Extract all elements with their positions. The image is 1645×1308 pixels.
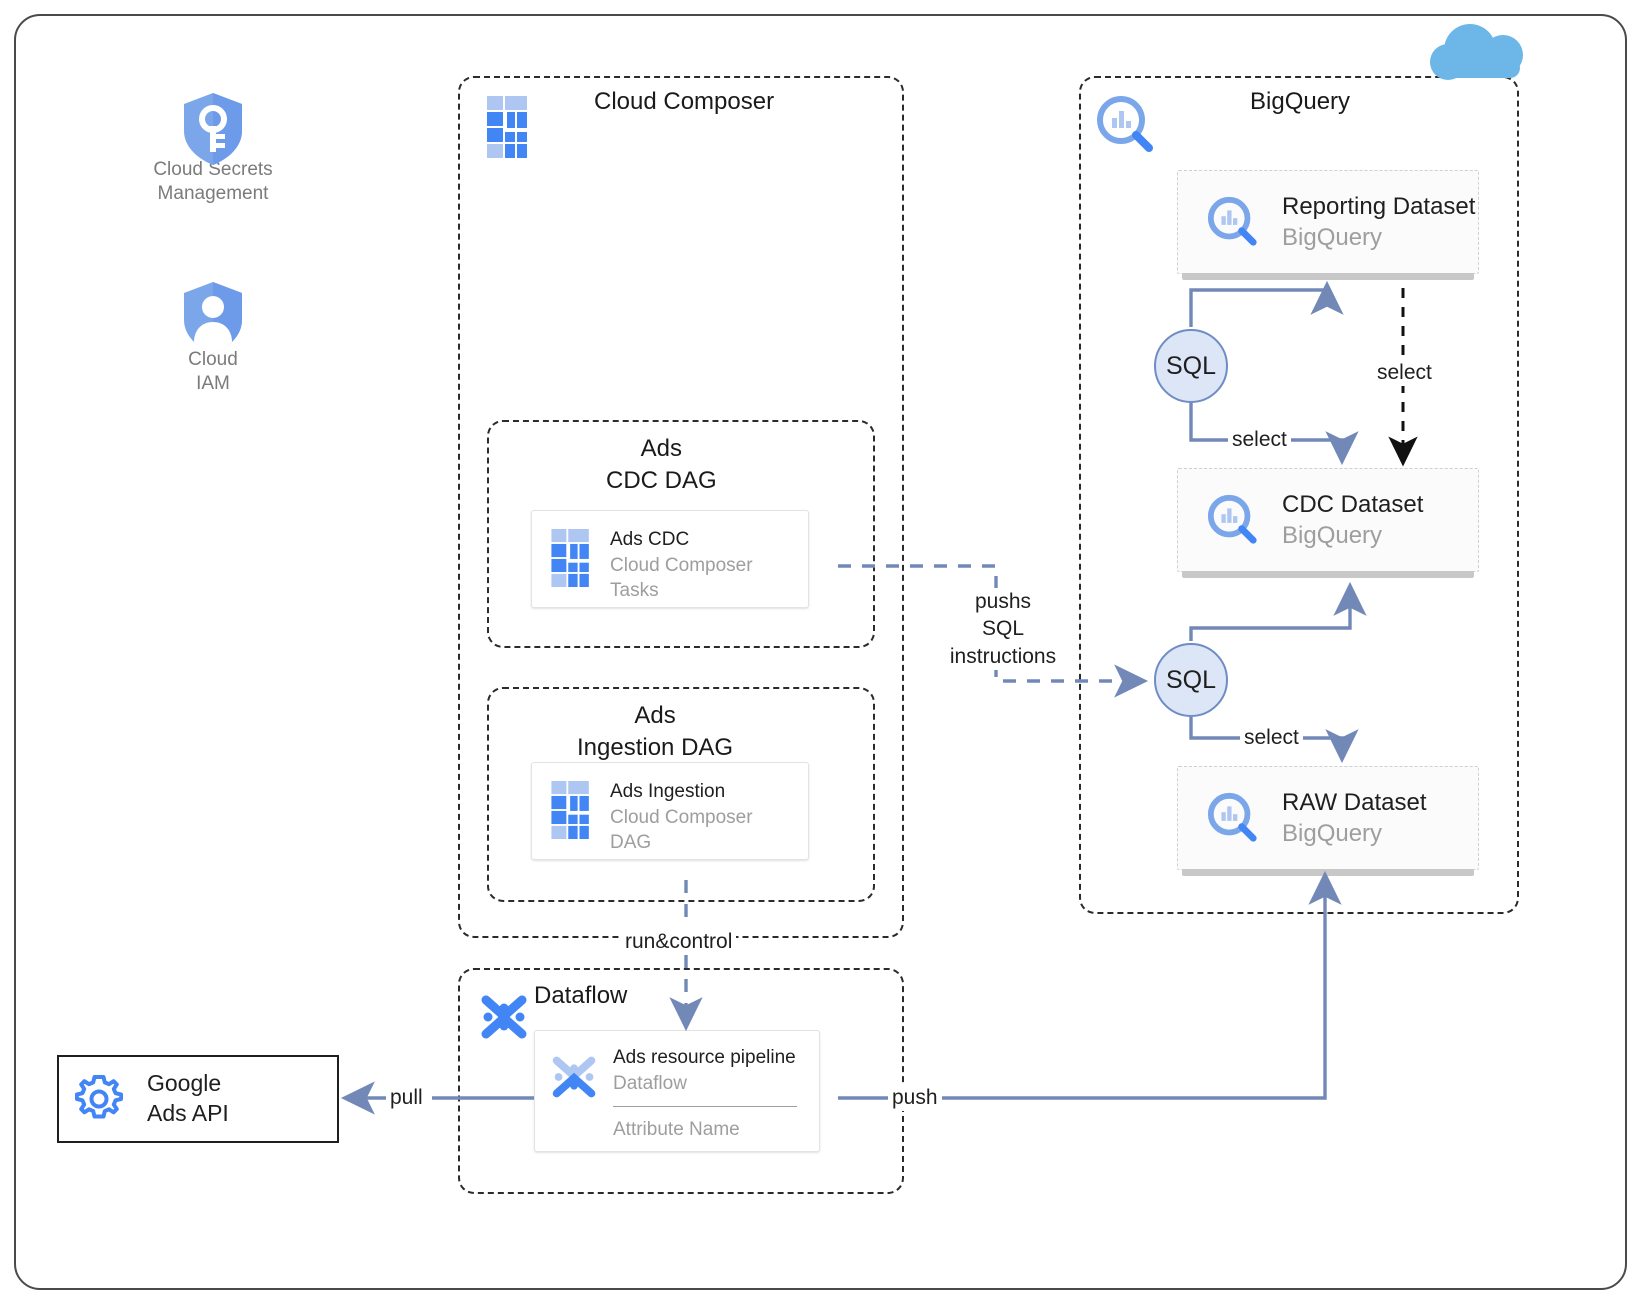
google-ads-api-label: Google Ads API — [147, 1070, 229, 1126]
service-label-cloud-secrets: Cloud Secrets Management — [153, 159, 273, 204]
zone-title-ads-cdc-dag: Ads CDC DAG — [606, 435, 717, 495]
bigquery-icon — [1207, 494, 1257, 544]
node-label: SQL — [1165, 351, 1217, 380]
dataset-title: CDC Dataset — [1282, 490, 1424, 518]
edge-label-pushs-sql-instructions: pushs SQL instructions — [940, 588, 1066, 670]
edge-label-select-top: select — [1228, 426, 1291, 454]
edge-label-select-bottom: select — [1240, 724, 1303, 752]
diagram-outer-frame — [14, 14, 1627, 1290]
card-shadow-bar — [1182, 869, 1474, 876]
card-subtitle: Cloud Composer — [610, 806, 753, 828]
dataset-title: RAW Dataset — [1282, 788, 1427, 816]
dataset-subtitle: BigQuery — [1282, 224, 1383, 251]
card-shadow-bar — [1182, 571, 1474, 578]
cloud-composer-icon — [546, 527, 598, 587]
node-sql-top[interactable]: SQL — [1154, 329, 1228, 403]
card-title: Ads resource pipeline — [613, 1047, 796, 1068]
dataset-title: Reporting Dataset — [1282, 192, 1476, 220]
card-subtitle-2: DAG — [610, 832, 652, 854]
zone-ads-ingestion-dag — [487, 687, 875, 902]
edge-label-push: push — [888, 1084, 942, 1112]
card-ads-ingestion[interactable]: Ads Ingestion Cloud Composer DAG — [531, 762, 828, 879]
card-subtitle-2: Tasks — [610, 580, 659, 602]
card-title: Ads Ingestion — [610, 781, 726, 802]
card-attribute: Attribute Name — [613, 1119, 740, 1141]
dataset-subtitle: BigQuery — [1282, 820, 1383, 847]
dataset-reporting[interactable]: Reporting Dataset BigQuery — [1177, 170, 1479, 280]
card-ads-resource-pipeline[interactable]: Ads resource pipeline Dataflow Attribute… — [534, 1030, 839, 1171]
node-label: SQL — [1165, 665, 1217, 694]
edge-label-select-reporting-cdc: select — [1373, 359, 1436, 387]
card-shadow-bar — [1182, 273, 1474, 280]
node-sql-bottom[interactable]: SQL — [1154, 643, 1228, 717]
edge-label-run-and-control: run&control — [621, 928, 737, 956]
card-title: Ads CDC — [610, 529, 690, 550]
card-ads-cdc[interactable]: Ads CDC Cloud Composer Tasks — [531, 510, 828, 627]
dataset-raw[interactable]: RAW Dataset BigQuery — [1177, 766, 1479, 876]
card-subtitle: Cloud Composer — [610, 554, 753, 576]
service-label-cloud-iam: Cloud IAM — [188, 349, 238, 394]
zone-title-cloud-composer: Cloud Composer — [594, 88, 775, 115]
cloud-composer-icon — [546, 779, 598, 839]
dataset-cdc[interactable]: CDC Dataset BigQuery — [1177, 468, 1479, 578]
edge-label-pull: pull — [386, 1084, 427, 1112]
zone-dataflow — [458, 968, 904, 1194]
bigquery-icon — [1207, 792, 1257, 842]
zone-title-bigquery: BigQuery — [1250, 88, 1351, 115]
card-subtitle: Dataflow — [613, 1072, 687, 1094]
gear-icon — [75, 1075, 123, 1119]
zone-ads-cdc-dag — [487, 420, 875, 648]
zone-title-ads-ingestion-dag: Ads Ingestion DAG — [577, 702, 734, 762]
card-divider — [613, 1106, 797, 1108]
dataset-subtitle: BigQuery — [1282, 522, 1383, 549]
zone-title-dataflow: Dataflow — [534, 982, 628, 1009]
google-ads-api-box[interactable]: Google Ads API — [57, 1055, 339, 1143]
bigquery-icon — [1207, 196, 1257, 246]
dataflow-icon — [549, 1045, 601, 1107]
